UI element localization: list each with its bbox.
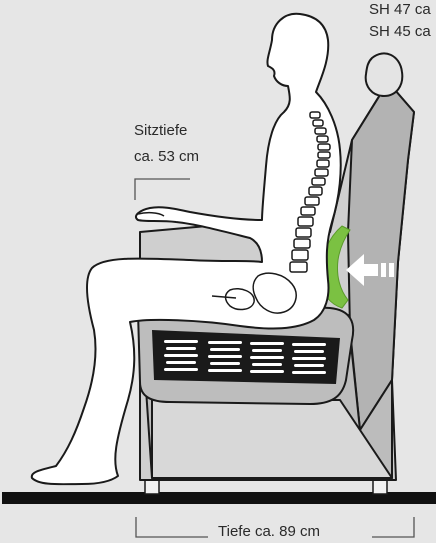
headrest bbox=[366, 53, 403, 96]
floor-line bbox=[2, 492, 436, 504]
seat-depth-bracket bbox=[135, 179, 190, 200]
total-depth-label: Tiefe ca. 89 cm bbox=[214, 523, 324, 541]
total-depth-bracket-right bbox=[372, 517, 414, 537]
seat-depth-title: Sitztiefe bbox=[134, 122, 187, 140]
backrest-side-panel bbox=[348, 82, 414, 430]
seat-depth-value: ca. 53 cm bbox=[134, 148, 199, 166]
total-depth-bracket-left bbox=[136, 517, 208, 537]
seat-height-label-1: SH 47 ca bbox=[369, 1, 431, 19]
seat-height-label-2: SH 45 ca bbox=[369, 23, 431, 41]
